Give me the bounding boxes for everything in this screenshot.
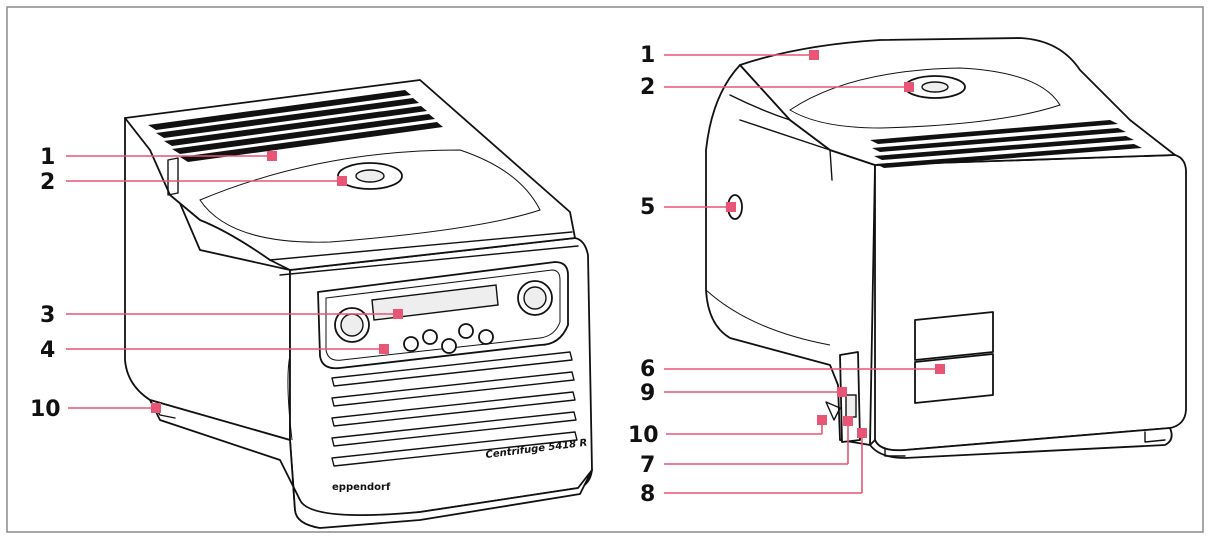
front-brand-label: eppendorf	[332, 482, 391, 493]
front-key-5	[478, 329, 494, 345]
callout-number: 4	[40, 338, 55, 363]
callout-marker	[267, 151, 277, 161]
rear-body-back	[874, 154, 1187, 452]
callout-marker	[337, 176, 347, 186]
callout-number: 6	[640, 357, 655, 382]
rear-lid-edge-2	[729, 94, 791, 121]
callout-front-10: 10	[30, 397, 161, 422]
callout-number: 8	[640, 482, 655, 507]
callout-rear-9: 9	[640, 381, 847, 406]
front-knob-right-inner	[523, 286, 547, 310]
callout-front-2: 2	[40, 170, 347, 195]
callout-marker	[857, 428, 867, 438]
front-lid-edge-lower	[279, 245, 579, 276]
front-top-vent	[148, 90, 443, 162]
callout-front-4: 4	[40, 338, 389, 363]
callout-marker	[151, 403, 161, 413]
callout-number: 5	[640, 195, 655, 220]
front-base	[149, 399, 593, 529]
callout-number: 10	[628, 423, 659, 448]
rear-lid-edge	[739, 119, 833, 181]
callout-marker	[379, 344, 389, 354]
callout-marker	[817, 415, 827, 425]
front-body-left-side	[124, 117, 291, 441]
front-lid-dome	[199, 149, 541, 243]
callout-number: 10	[30, 397, 61, 422]
callout-number: 1	[640, 43, 655, 68]
rear-foot-right	[1144, 431, 1166, 443]
front-view: eppendorf Centrifuge 5418 R	[124, 79, 593, 529]
callout-marker	[935, 364, 945, 374]
rear-lid-dome	[789, 67, 1061, 129]
front-lid-edge	[269, 231, 573, 261]
front-key-3	[441, 338, 457, 354]
front-key-1	[403, 336, 419, 352]
callout-number: 9	[640, 381, 655, 406]
callout-rear-10: 10	[628, 415, 827, 448]
front-side-contour	[287, 354, 293, 441]
rear-label-plate-bottom	[914, 353, 994, 404]
callout-number: 2	[40, 170, 55, 195]
callout-rear-7: 7	[640, 416, 853, 478]
rear-top-vent	[870, 120, 1142, 168]
rear-label-plate-top	[914, 311, 994, 361]
figure-frame	[6, 6, 1204, 533]
front-key-4	[458, 323, 474, 339]
callout-rear-1: 1	[640, 43, 819, 68]
callout-number: 2	[640, 75, 655, 100]
callout-marker	[837, 387, 847, 397]
callout-rear-6: 6	[640, 357, 945, 382]
callout-marker	[809, 50, 819, 60]
front-grille	[331, 351, 578, 467]
rear-fuse-holder	[825, 401, 841, 421]
front-callouts: 1 2 3 4 10	[30, 145, 403, 422]
front-lid-knob-inner	[355, 169, 385, 183]
callout-number: 3	[40, 303, 55, 328]
callout-rear-8: 8	[640, 428, 867, 507]
front-knob-left-inner	[340, 313, 364, 337]
rear-callouts: 1 2 5 6 9 10	[628, 43, 945, 507]
rear-foot-left	[884, 447, 906, 457]
callout-marker	[393, 309, 403, 319]
callout-marker	[726, 202, 736, 212]
rear-power-switch	[845, 394, 857, 418]
rear-side-contour	[705, 289, 831, 346]
callout-number: 1	[40, 145, 55, 170]
callout-marker	[843, 416, 853, 426]
rear-view	[705, 37, 1187, 459]
callout-front-1: 1	[40, 145, 277, 170]
front-side-slot	[167, 157, 179, 196]
callout-front-3: 3	[40, 303, 403, 328]
front-control-panel-inner	[325, 269, 561, 361]
callout-rear-5: 5	[640, 195, 736, 220]
callout-marker	[904, 82, 914, 92]
rear-body-left-side	[705, 64, 876, 446]
callout-rear-2: 2	[640, 75, 914, 100]
callout-number: 7	[640, 453, 655, 478]
front-key-2	[422, 329, 438, 345]
rear-lid-knob-inner	[921, 81, 949, 93]
